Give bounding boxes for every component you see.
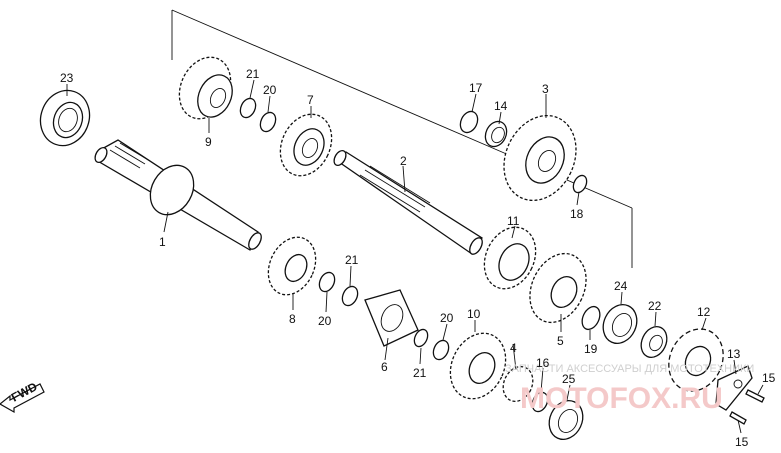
callout-3: 3 — [542, 82, 549, 96]
callout-15-upper: 15 — [762, 371, 776, 385]
callout-14: 14 — [494, 99, 508, 113]
callout-11: 11 — [507, 214, 520, 228]
callout-1: 1 — [159, 235, 166, 249]
callout-19: 19 — [584, 342, 598, 356]
circlip-20-upper — [259, 111, 277, 133]
gear-4 — [502, 365, 534, 403]
callout-4: 4 — [510, 341, 517, 355]
washer-19 — [581, 305, 601, 331]
gear-7 — [279, 113, 333, 177]
callout-21-middle: 21 — [345, 253, 359, 267]
leader-lines — [66, 79, 764, 434]
callout-7: 7 — [307, 93, 314, 107]
gear-6 — [364, 289, 419, 347]
callout-18: 18 — [570, 207, 584, 221]
bolt-15-upper — [745, 389, 765, 403]
callout-5: 5 — [557, 334, 564, 348]
washer-16 — [531, 391, 549, 413]
washer-17 — [459, 110, 479, 134]
fixing-plate-13 — [715, 365, 753, 411]
callout-25: 25 — [562, 372, 576, 386]
washer-21-upper — [239, 97, 257, 119]
callout-24: 24 — [614, 279, 628, 293]
callout-22: 22 — [648, 299, 662, 313]
callout-20-upper: 20 — [263, 83, 277, 97]
callout-17: 17 — [469, 81, 483, 95]
callout-2: 2 — [400, 154, 407, 168]
drive-sprocket-12 — [668, 328, 724, 392]
gear-3 — [503, 114, 577, 202]
watermark-tagline: ЗАПЧАСТИ АКСЕССУАРЫ ДЛЯ МОТОТЕХНИКИ — [505, 363, 754, 375]
mainshaft-1 — [94, 139, 262, 251]
callout-15-lower: 15 — [735, 435, 749, 449]
bushing-14 — [484, 120, 508, 148]
gear-11 — [483, 226, 537, 290]
callout-16: 16 — [536, 356, 550, 370]
callout-12: 12 — [697, 305, 711, 319]
callout-9: 9 — [205, 135, 212, 149]
callout-21-lower: 21 — [413, 366, 427, 380]
bolt-15-lower — [729, 411, 747, 425]
callout-20-middle: 20 — [318, 314, 332, 328]
circlip-21-lower — [341, 285, 359, 307]
callout-6: 6 — [381, 360, 388, 374]
circlip-21-bottom — [413, 328, 429, 348]
gear-5 — [529, 252, 587, 324]
countershaft-2 — [333, 149, 483, 255]
callout-20-lower: 20 — [440, 311, 454, 325]
washer-20-lower — [318, 271, 336, 293]
callout-10: 10 — [467, 307, 481, 321]
oil-seal-22 — [640, 325, 668, 359]
gear-10 — [449, 332, 507, 400]
gear-9 — [178, 56, 233, 120]
circlip-18 — [572, 174, 588, 194]
callout-23: 23 — [60, 71, 74, 85]
bearing-25 — [548, 400, 584, 440]
bearing-23 — [39, 89, 91, 147]
washer-20-bottom — [432, 339, 450, 361]
callout-labels: 23 1 2 3 4 5 6 7 8 9 10 11 12 13 14 15 1… — [60, 67, 776, 449]
gear-8 — [267, 236, 317, 296]
watermark-brand: MOTOFOX.RU — [520, 382, 723, 415]
bearing-24 — [602, 304, 638, 344]
forward-direction-arrow — [0, 383, 45, 414]
callout-21-upper: 21 — [246, 67, 260, 81]
callout-13: 13 — [727, 347, 741, 361]
callout-8: 8 — [289, 312, 296, 326]
